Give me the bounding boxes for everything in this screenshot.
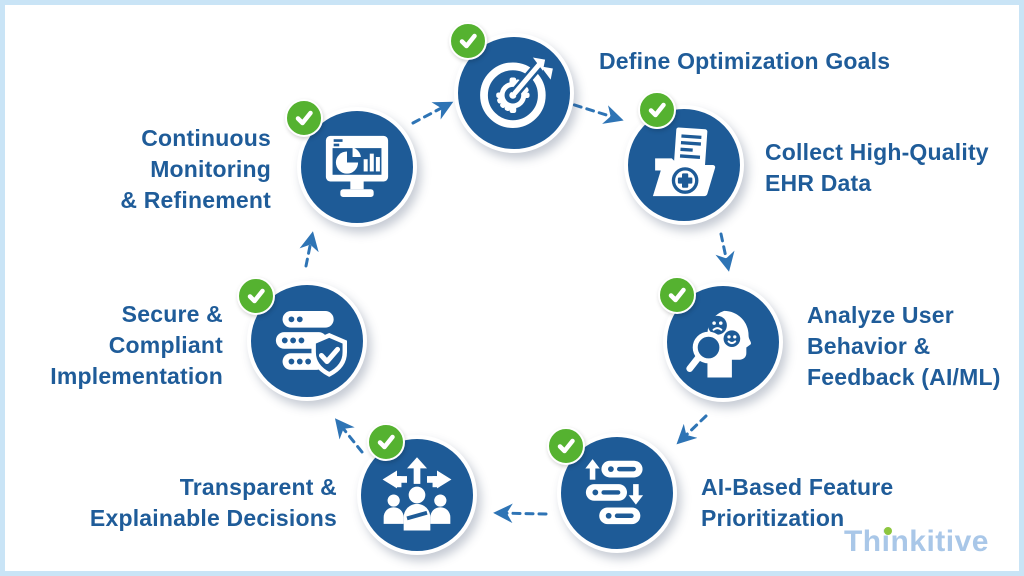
- monitoring-dashboard-icon: [325, 135, 389, 197]
- label-continuous-monitoring: Continuous Monitoring & Refinement: [120, 125, 271, 213]
- check-badge: [547, 427, 585, 465]
- target-goals-icon: [480, 57, 553, 128]
- feature-priority-list-icon: [585, 459, 644, 525]
- thinkitive-logo-text: Thinkitive: [843, 525, 989, 558]
- label-analyze-user-behavior: Analyze User Behavior & Feedback (AI/ML): [807, 302, 1001, 390]
- secure-server-shield-icon: [275, 311, 347, 377]
- step-define-optimization-goals: [449, 22, 578, 157]
- check-icon: [648, 102, 666, 118]
- arrow-ehr-data-to-analysis: [715, 232, 735, 272]
- step-collect-ehr-data: [620, 91, 748, 229]
- check-icon: [247, 288, 265, 304]
- label-feature-prioritization: AI-Based Feature Prioritization: [701, 474, 894, 531]
- check-icon: [557, 438, 575, 454]
- step-secure-implementation: [237, 277, 371, 405]
- label-secure-implementation: Secure & Compliant Implementation: [50, 301, 223, 389]
- step-analyze-user-behavior: [658, 276, 787, 406]
- arrow-analysis-to-prioritization: [676, 414, 708, 445]
- check-icon: [668, 287, 686, 303]
- ehr-folder-icon: [652, 127, 716, 197]
- check-badge: [367, 423, 405, 461]
- check-icon: [295, 110, 313, 126]
- check-icon: [377, 434, 395, 450]
- step-continuous-monitoring: [285, 99, 421, 231]
- label-define-optimization-goals: Define Optimization Goals: [599, 48, 891, 74]
- step-feature-prioritization: [547, 427, 681, 557]
- decision-paths-people-icon: [382, 457, 452, 531]
- check-icon: [459, 33, 477, 49]
- check-badge: [285, 99, 323, 137]
- check-badge: [237, 277, 275, 315]
- arrow-secure-to-monitoring: [299, 231, 319, 268]
- check-badge: [658, 276, 696, 314]
- logo-green-dot: [883, 527, 892, 535]
- label-explainable-decisions: Transparent & Explainable Decisions: [89, 474, 337, 531]
- user-behavior-analysis-icon: [686, 310, 752, 378]
- step-explainable-decisions: [353, 423, 481, 559]
- arrow-prioritization-to-decisions: [493, 503, 548, 524]
- label-collect-ehr-data: Collect High-Quality EHR Data: [765, 139, 989, 196]
- thinkitive-logo: Thinkitive: [844, 525, 989, 559]
- check-badge: [638, 91, 676, 129]
- check-badge: [449, 22, 487, 60]
